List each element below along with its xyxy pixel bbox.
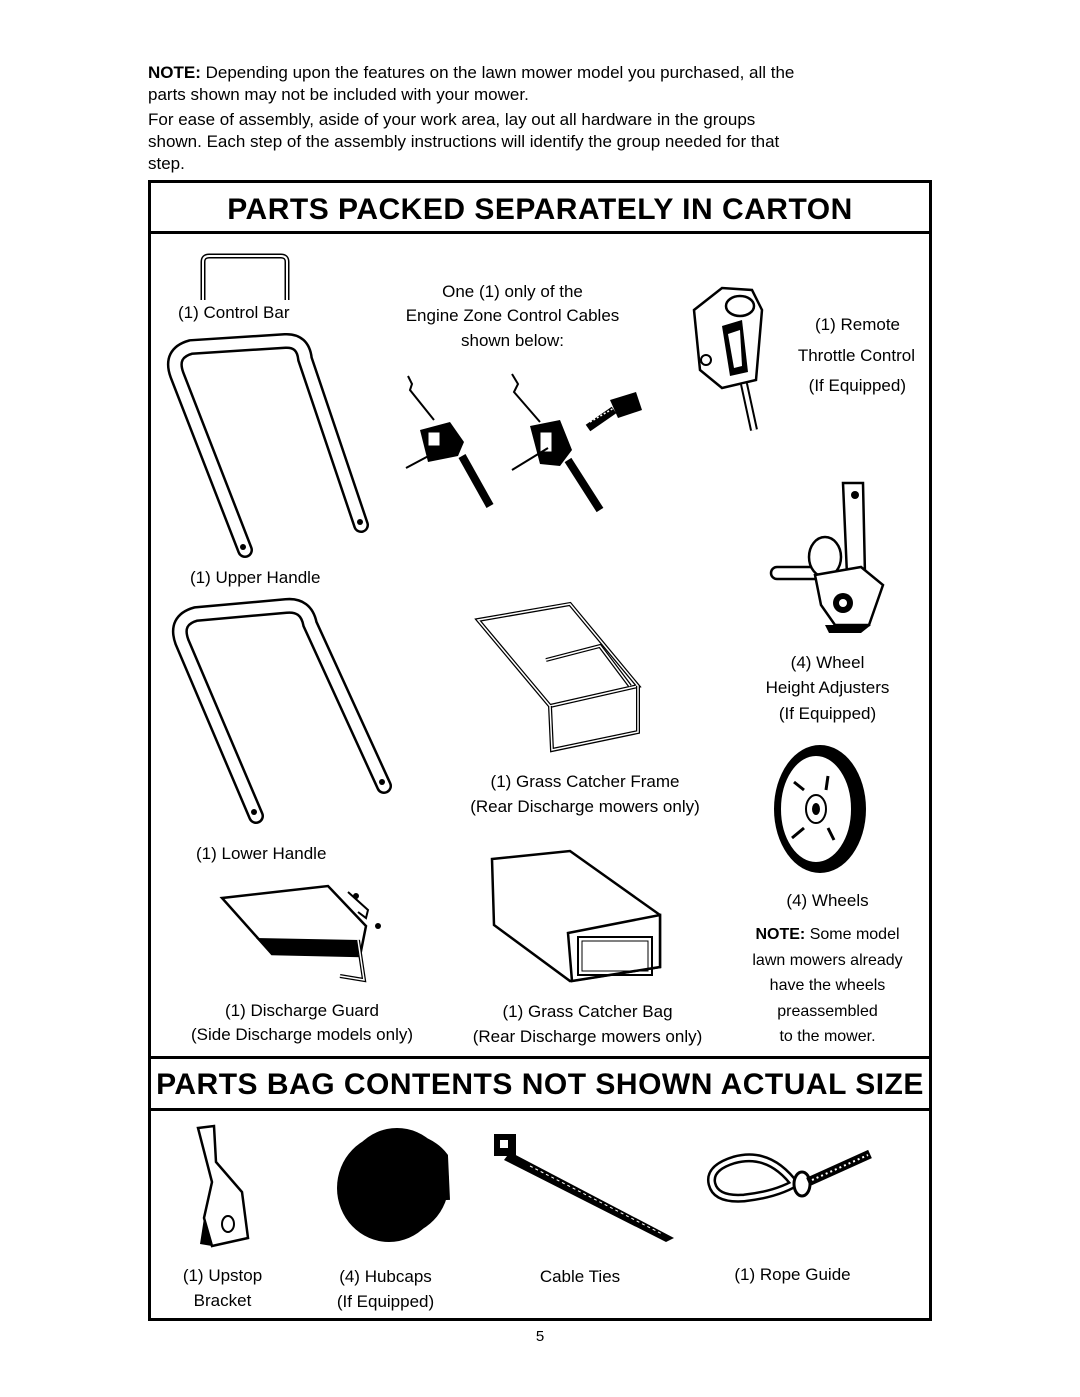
- remote-label-line1: (1) Remote: [814, 315, 900, 334]
- frame-label-line1: (1) Grass Catcher Frame: [490, 772, 680, 791]
- frame-label-line2: (Rear Discharge mowers only): [470, 797, 700, 816]
- cables-label-line2: Engine Zone Control Cables: [405, 306, 620, 325]
- wheels-note-line3: have the wheels: [769, 977, 886, 994]
- note-text-line1: Depending upon the features on the lawn …: [200, 63, 795, 82]
- cables-label-line3: shown below:: [460, 331, 564, 350]
- lower-handle-illustration: [171, 597, 392, 824]
- discharge-guard-illustration: [219, 884, 381, 983]
- intro-assembly: For ease of assembly, aside of your work…: [148, 109, 928, 175]
- ease-line3: step.: [148, 154, 185, 173]
- ease-line1: For ease of assembly, aside of your work…: [148, 110, 756, 129]
- bag-title-rule: [148, 1108, 932, 1111]
- wheels-note-line2: lawn mowers already: [752, 951, 903, 969]
- upper-handle-illustration: [166, 332, 369, 558]
- carton-title-rule: [148, 231, 932, 234]
- intro-note: NOTE: Depending upon the features on the…: [148, 62, 928, 106]
- wheels-note-label: NOTE:: [755, 926, 806, 943]
- wheels-note-line5: to the mower.: [779, 1028, 876, 1045]
- control-cables-illustration: [405, 373, 642, 513]
- hubcaps-label-line1: (4) Hubcaps: [339, 1267, 432, 1286]
- note-text-line2: parts shown may not be included with you…: [148, 85, 529, 104]
- upstop-label-line2: Bracket: [193, 1291, 252, 1310]
- height-label-line2: Height Adjusters: [765, 678, 890, 697]
- hubcaps-label-line2: (If Equipped): [336, 1292, 435, 1311]
- wheels-note-line1: Some model: [805, 926, 900, 943]
- control-bar-label: (1) Control Bar: [178, 303, 290, 322]
- height-adjuster-illustration: [769, 481, 885, 633]
- upstop-bracket-illustration: [196, 1124, 250, 1248]
- upper-handle-label: (1) Upper Handle: [190, 568, 321, 587]
- wheels-note: NOTE: Some model lawn mowers already hav…: [735, 922, 920, 1050]
- guard-label-line2: (Side Discharge models only): [190, 1025, 414, 1044]
- height-label-line1: (4) Wheel: [790, 653, 865, 672]
- control-bar-illustration: [200, 253, 290, 300]
- note-label: NOTE:: [148, 63, 201, 82]
- bag-title: PARTS BAG CONTENTS NOT SHOWN ACTUAL SIZE: [156, 1068, 924, 1101]
- catcher-bag-illustration: [490, 849, 662, 983]
- cable-tie-illustration: [494, 1134, 674, 1242]
- carton-title: PARTS PACKED SEPARATELY IN CARTON: [227, 193, 853, 226]
- rope-guide-illustration: [706, 1149, 872, 1203]
- ease-line2: shown. Each step of the assembly instruc…: [148, 132, 780, 151]
- catcher-frame-illustration: [474, 601, 642, 753]
- rope-guide-label: (1) Rope Guide: [734, 1265, 851, 1284]
- guard-label-line1: (1) Discharge Guard: [224, 1001, 379, 1020]
- remote-label-line3: (If Equipped): [808, 376, 906, 395]
- wheel-illustration: [774, 745, 866, 873]
- parts-frame: [148, 180, 932, 1321]
- wheels-note-line4: preassembled: [777, 1002, 878, 1020]
- remote-throttle-illustration: [692, 286, 764, 431]
- cable-ties-label: Cable Ties: [539, 1267, 621, 1286]
- lower-handle-label: (1) Lower Handle: [196, 844, 327, 863]
- wheels-label: (4) Wheels: [786, 891, 869, 910]
- page-number: 5: [535, 1328, 545, 1345]
- height-label-line3: (If Equipped): [778, 704, 877, 723]
- cables-label-line1: One (1) only of the: [442, 282, 583, 301]
- section-divider-rule: [148, 1056, 932, 1059]
- remote-label-line2: Throttle Control: [797, 346, 915, 365]
- hubcap-illustration: [337, 1128, 450, 1242]
- bag-label-line1: (1) Grass Catcher Bag: [502, 1002, 673, 1021]
- bag-label-line2: (Rear Discharge mowers only): [472, 1027, 703, 1046]
- upstop-label-line1: (1) Upstop: [182, 1266, 263, 1285]
